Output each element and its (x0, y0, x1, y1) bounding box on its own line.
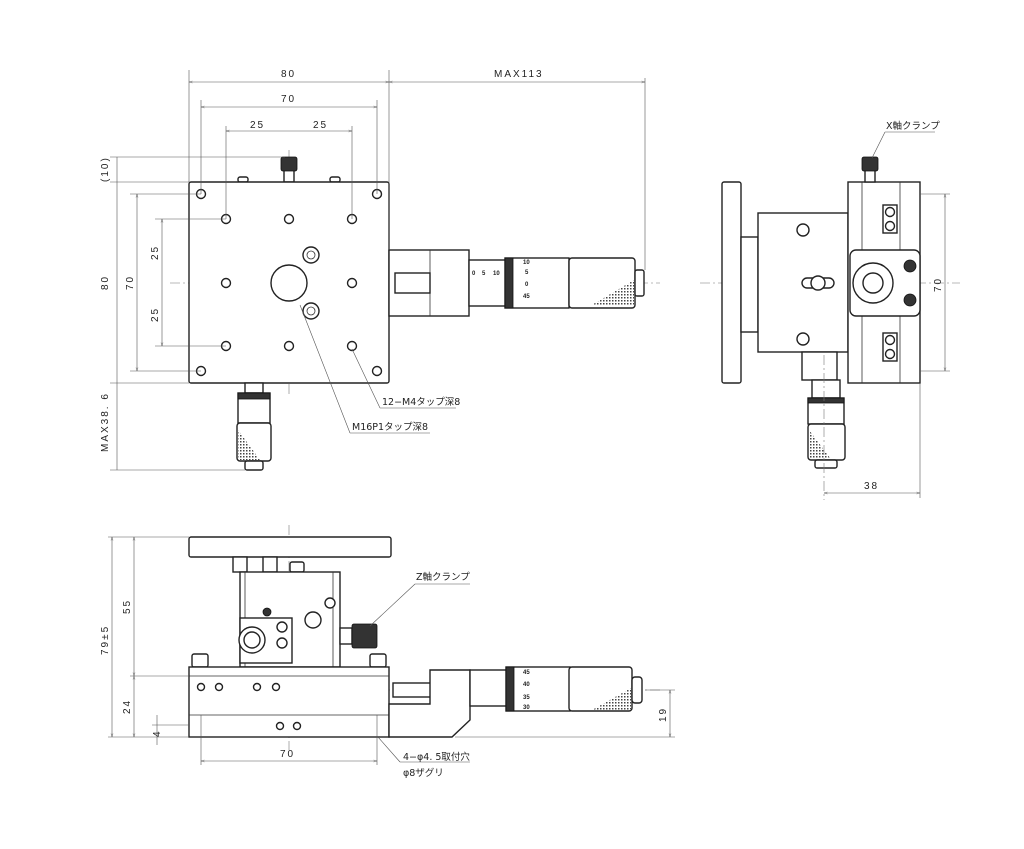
dimension-label: 30 (523, 705, 530, 711)
dimension-label: 4−φ4. 5取付穴 (403, 751, 470, 763)
front-view-callouts: Z軸クランプ 4−φ4. 5取付穴 φ8ザグリ (369, 571, 470, 779)
dimension-label: 25 (313, 120, 328, 131)
front-view: 45 40 35 30 79±5 55 24 4 70 19 Z軸クラン (100, 525, 675, 779)
dimension-label: 25 (150, 307, 161, 322)
m16-center-hole (270, 264, 308, 302)
dimension-label: 5 (525, 270, 529, 276)
dimension-label: 80 (281, 69, 296, 80)
dimension-label: 70 (933, 277, 944, 292)
dimension-label: 35 (523, 695, 530, 701)
dimension-label: 24 (122, 699, 133, 714)
dimension-label: 70 (281, 94, 296, 105)
dimension-label: 12−M4タップ深8 (382, 397, 460, 408)
dimension-label: 0 (472, 271, 476, 277)
dimension-label: 40 (523, 682, 530, 688)
x-micrometer-front: 45 40 35 30 (388, 666, 643, 738)
front-top-plate (188, 536, 392, 558)
dimension-label: 10 (493, 271, 500, 277)
dimension-label: M16P1タップ深8 (352, 422, 428, 433)
dimension-label: 79±5 (100, 625, 111, 655)
mounting-holes (195, 188, 383, 377)
dimension-label: 80 (100, 275, 111, 290)
dimension-label: 45 (523, 294, 530, 300)
dimension-label: Z軸クランプ (416, 571, 470, 583)
top-view-callouts: 12−M4タップ深8 M16P1タップ深8 (299, 304, 460, 434)
front-view-dimensions: 79±5 55 24 4 70 19 (100, 536, 675, 765)
x-clamp-knob-icon (861, 156, 879, 172)
top-view: 0 5 10 10 5 0 45 80 MAX113 70 (100, 69, 660, 471)
dimension-label: 70 (125, 275, 136, 290)
dimension-label: MAX38. 6 (100, 392, 111, 452)
dimension-label: 19 (658, 707, 669, 722)
base (188, 666, 390, 738)
dimension-label: 0 (525, 282, 529, 288)
screw-icons (882, 204, 898, 362)
dimension-label: 38 (864, 481, 879, 492)
dimension-label: φ8ザグリ (403, 767, 444, 779)
dimension-label: X軸クランプ (886, 120, 940, 132)
dimension-label: 5 (482, 271, 486, 277)
y-micrometer (236, 382, 272, 471)
dimension-label: 25 (250, 120, 265, 131)
dimension-label: 25 (150, 245, 161, 260)
dimension-label: 4 (152, 729, 163, 737)
x-micrometer: 0 5 10 10 5 0 45 (388, 249, 645, 317)
dimension-label: (10) (100, 156, 111, 182)
x-clamp-knob-icon (237, 156, 341, 183)
side-view: 70 38 X軸クランプ (700, 120, 960, 500)
dimension-label: 55 (122, 599, 133, 614)
top-view-dimensions: 80 MAX113 70 25 25 (10) 80 MAX38. 6 70 2… (100, 69, 646, 471)
dimension-label: 10 (523, 260, 530, 266)
side-top-plate (721, 181, 742, 384)
dimension-label: MAX113 (494, 69, 544, 80)
z-micrometer-side (807, 379, 846, 469)
dimension-label: 45 (523, 670, 530, 676)
z-clamp-knob-icon (351, 623, 378, 649)
dimension-label: 70 (280, 749, 295, 760)
